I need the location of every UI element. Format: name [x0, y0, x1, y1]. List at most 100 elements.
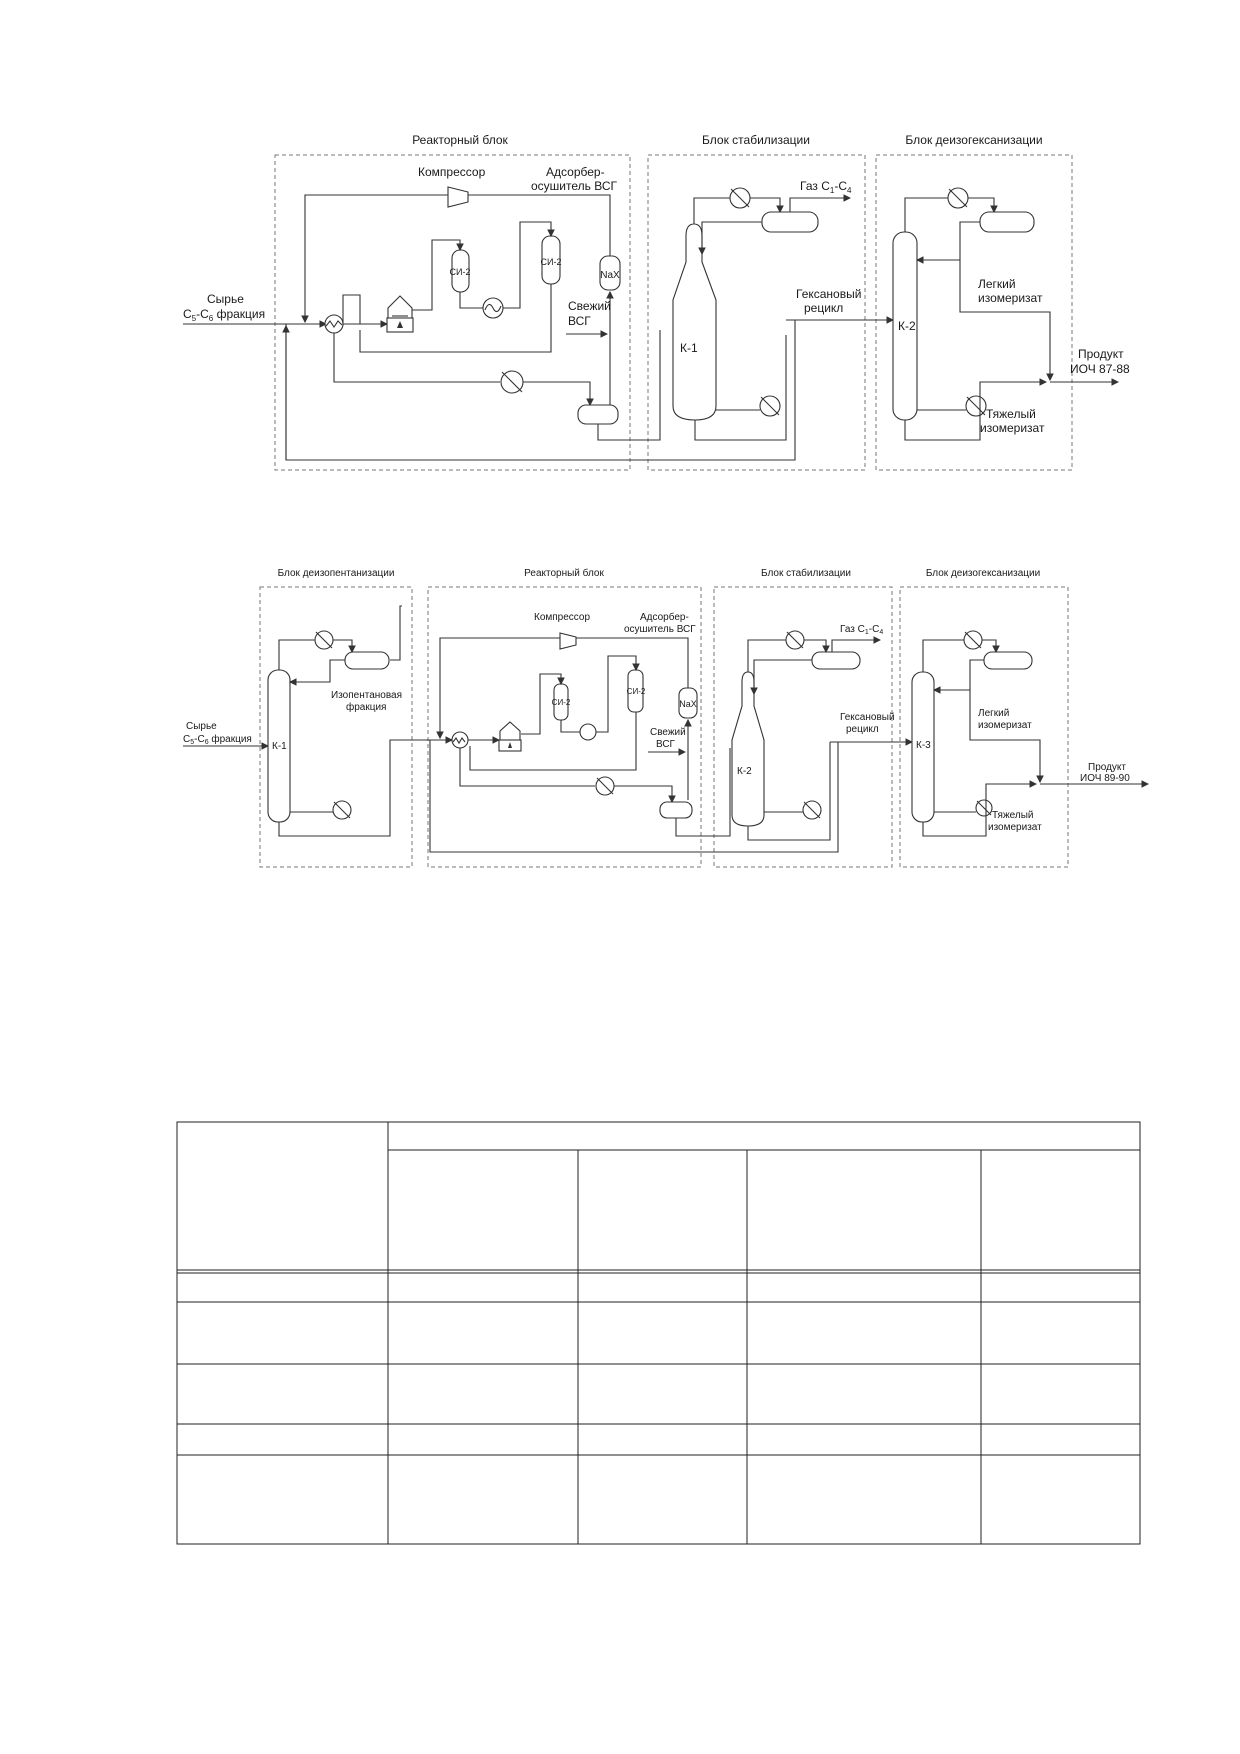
k1-overhead-line: [693, 197, 730, 224]
heavy-isomerate-line: [904, 378, 1048, 441]
air-cooler-slash-2: [596, 777, 614, 795]
separator-to-k1-line: [597, 330, 661, 441]
k3-overhead-line: [922, 639, 964, 672]
k1-bottoms-line: [694, 335, 787, 441]
hexane-recycle-return-line: [285, 319, 912, 461]
feed-label-2: Сырье: [186, 721, 217, 732]
reactor-block-boundary-2: [427, 586, 702, 868]
cooler-to-separator-line-2: [614, 785, 676, 804]
adsorber-label-2: осушитель ВСГ: [531, 179, 618, 193]
heavy-isomerate-line-2: [922, 780, 1038, 837]
k1-condenser-outlet: [750, 197, 784, 214]
light-isomerate-line: [959, 260, 1054, 382]
k1-reflux-drum: [761, 211, 819, 233]
light-isomerate-line-2: [969, 690, 1044, 784]
column-k1-label-2: К-1: [272, 741, 287, 752]
column-k2-label-2: К-2: [737, 766, 752, 777]
reactor-b-effluent-line: [359, 284, 552, 353]
reactor-a-outlet-line-2: [560, 720, 580, 733]
deisohexanization-block-boundary-2: [899, 586, 1069, 868]
recycle-gas-line-2: [576, 637, 689, 690]
recycle-gas-return-line-2: [436, 637, 560, 740]
deisohexanization-block-label-2: Блок деизогексанизации: [926, 568, 1040, 579]
k1-reflux-line: [698, 221, 762, 256]
column-k2-label: К-2: [898, 319, 916, 333]
hexane-recycle-label-2-2: рецикл: [846, 724, 879, 735]
feed-label: Сырье: [207, 292, 244, 306]
hexane-recycle-return-line-2: [429, 740, 918, 853]
isopentane-label-1: Изопентановая: [331, 690, 402, 701]
k3-reflux-drum: [983, 651, 1033, 670]
exchanger-loop: [342, 294, 361, 325]
k2-reboiler-slash: [966, 396, 986, 416]
heavy-isomerate-label-2-2: изомеризат: [988, 822, 1042, 833]
light-isomerate-label-1: Легкий: [978, 277, 1016, 291]
empty-table: [176, 1121, 1141, 1545]
stabilization-block-boundary: [647, 154, 866, 471]
product-label-2-1: Продукт: [1088, 762, 1126, 773]
k1-gas-label: Газ C1-C4: [800, 179, 852, 195]
furnace-flame-icon: [397, 321, 403, 328]
recycle-gas-line: [468, 194, 611, 264]
k1-overhead-line-2: [278, 639, 315, 670]
stabilization-block-label: Блок стабилизации: [702, 133, 810, 147]
interstage-heater-coil: [484, 303, 502, 313]
reactor-si2-a-label-2: СИ-2: [552, 698, 571, 707]
separator-vessel: [577, 404, 619, 425]
k2-bottoms-line-2: [747, 742, 831, 841]
reactor-a-outlet-line: [459, 292, 483, 309]
k2-condenser-slash-2: [786, 631, 804, 649]
k3-reflux-line: [932, 659, 984, 694]
k2-condenser-slash: [948, 188, 968, 208]
column-k1-label: К-1: [680, 341, 698, 355]
compressor-icon: [447, 186, 469, 208]
k1-reflux-drum-2: [344, 651, 390, 670]
reactor-block-label-2: Реакторный блок: [524, 567, 604, 579]
nax-adsorber: [599, 255, 621, 291]
reactor-si2-b-label-2: СИ-2: [627, 687, 646, 696]
k2-condenser-outlet-2: [804, 639, 830, 654]
cooler-feed-line: [333, 333, 500, 383]
cooler-to-separator-line: [523, 381, 594, 407]
furnace-to-reactor-a-line: [412, 239, 464, 311]
deisohexanization-block-label: Блок деизогексанизации: [905, 133, 1042, 147]
heavy-isomerate-label-2-1: Тяжелый: [992, 810, 1034, 821]
light-isomerate-label-2: изомеризат: [978, 291, 1043, 305]
light-isomerate-label-2-2: изомеризат: [978, 720, 1032, 731]
fresh-hydrogen-label-2-1: Свежий: [650, 727, 686, 738]
deisopentanization-block-label: Блок деизопентанизации: [278, 568, 395, 579]
hexane-recycle-label-1: Гексановый: [796, 287, 861, 301]
k1-gas-line: [789, 194, 852, 212]
k3-reboiler-slash: [976, 800, 992, 816]
k1-condenser-outlet-2: [333, 639, 356, 654]
adsorber-label-2-1: Адсорбер-: [640, 611, 689, 623]
k1-reflux-line-2: [288, 659, 345, 686]
deisohexanization-block-boundary: [875, 154, 1073, 471]
k2-reflux-drum-2: [811, 651, 861, 670]
k2-reflux-drum: [979, 211, 1035, 233]
product-label-1: Продукт: [1078, 347, 1124, 361]
isopentane-label-2: фракция: [346, 701, 386, 713]
table-frame: [176, 1121, 1141, 1545]
nax-adsorber-label: NaX: [600, 270, 620, 281]
k2-gas-label-2: Газ C1-C4: [840, 624, 883, 636]
k2-reflux-line: [915, 221, 980, 264]
k2-reboiler-slash-2: [803, 801, 821, 819]
adsorber-label-1: Адсорбер-: [546, 165, 605, 179]
cooler-feed-line-2: [459, 748, 595, 787]
column-k1: [672, 223, 717, 421]
nax-adsorber-2: [678, 687, 698, 719]
k2-condenser-outlet: [968, 197, 998, 214]
reactor-block-label: Реакторный блок: [412, 133, 508, 147]
heat-exchanger-coil: [325, 320, 343, 328]
heavy-isomerate-label-2: изомеризат: [980, 421, 1045, 435]
k1-condenser-slash: [730, 188, 750, 208]
k1-bottoms-to-reactor-line: [278, 736, 454, 837]
k2-gas-line-2: [831, 636, 882, 652]
nax-adsorber-label-2: NaX: [679, 699, 697, 709]
scheme-1-flow-diagram: Реакторный блок Блок стабилизации Блок д…: [183, 133, 1130, 471]
compressor-label: Компрессор: [418, 165, 486, 179]
furnace-flame-icon-2: [508, 742, 512, 748]
